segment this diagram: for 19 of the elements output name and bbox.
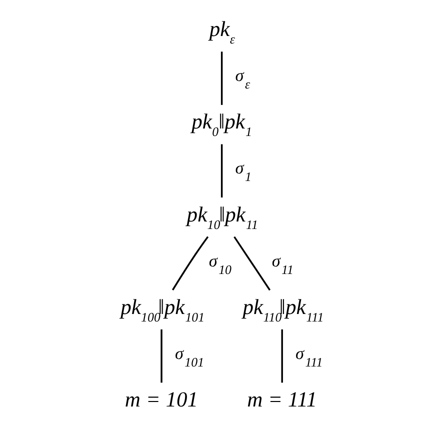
node-text: m = 101 bbox=[124, 387, 198, 412]
edge-label: σ$_{111}$ bbox=[295, 344, 322, 370]
connector bbox=[280, 329, 282, 383]
node-text: m = 111 bbox=[246, 387, 317, 412]
node-text: pk$_{10}$‖pk$_{11}$ bbox=[186, 202, 258, 232]
edge-label: σ$_{11}$ bbox=[271, 251, 294, 277]
connector bbox=[220, 144, 222, 198]
node-text: pk$_{110}$‖pk$_{111}$ bbox=[242, 294, 324, 324]
node-text: pk$_{ε}$ bbox=[208, 17, 234, 47]
edge-label: σ$_{1}$ bbox=[234, 158, 251, 184]
edge-label: σ$_{101}$ bbox=[174, 344, 204, 370]
node-text: pk$_{100}$‖pk$_{101}$ bbox=[120, 294, 204, 324]
connector bbox=[233, 236, 270, 291]
connector bbox=[220, 52, 222, 105]
connector bbox=[160, 329, 162, 383]
node-text: pk$_{0}$‖pk$_{1}$ bbox=[191, 110, 252, 140]
connector bbox=[171, 236, 208, 290]
edge-label: σ$_{ε}$ bbox=[234, 66, 250, 92]
edge-label: σ$_{10}$ bbox=[208, 251, 231, 277]
